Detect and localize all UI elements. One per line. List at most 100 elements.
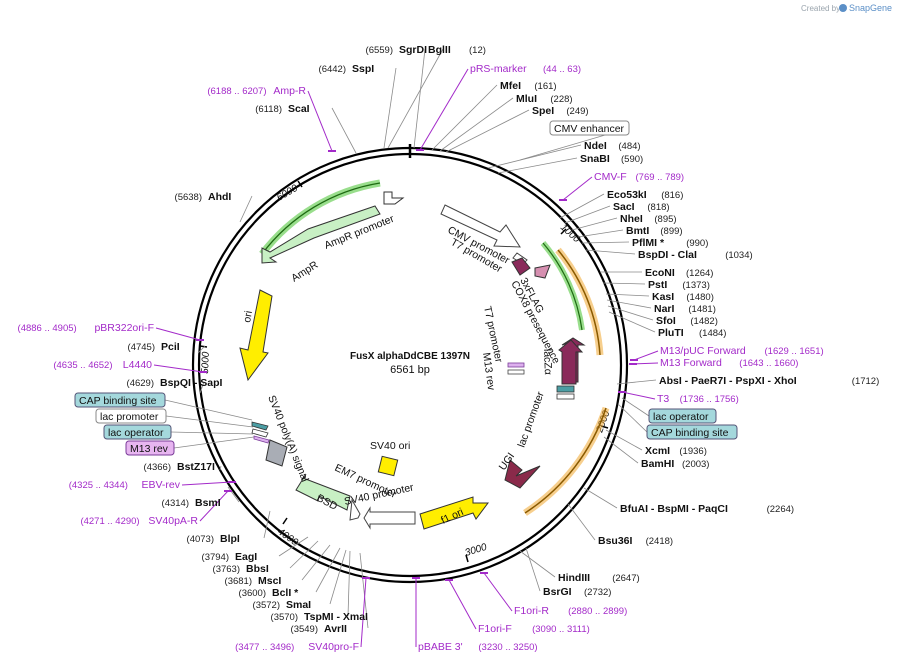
enzyme-position: (4366) — [144, 462, 171, 473]
boxed-label-lac-promoter-left: lac promoter — [95, 408, 167, 424]
lac-operator-marker — [556, 385, 575, 393]
leader-line — [616, 379, 657, 385]
enzyme-bspdi-clai: BspDI - ClaI(1034) — [638, 249, 753, 261]
enzyme-ndei: NdeI(484) — [584, 140, 641, 152]
leader-lines — [153, 48, 659, 648]
enzyme-position: (1482) — [690, 316, 717, 327]
enzyme-name: SacI — [613, 201, 635, 213]
leader-line — [559, 193, 605, 219]
left-m13-marker — [253, 435, 270, 444]
enzyme-blpi: (4073)BlpI — [187, 533, 240, 545]
enzyme-name: PciI — [161, 341, 180, 353]
primer-name: EBV-rev — [141, 479, 180, 491]
leader-line — [347, 550, 351, 617]
enzyme-name: PflMI * — [632, 237, 665, 249]
label-ampr: AmpR — [289, 259, 320, 285]
enzyme-name: Bsu36I — [598, 535, 633, 547]
em7-promoter-arrow — [349, 498, 361, 521]
leader-line — [331, 107, 357, 154]
enzyme-nari: NarI(1481) — [654, 303, 716, 315]
enzyme-position: (2003) — [682, 459, 709, 470]
enzyme-absi-paer7i-pspxi-xhoi: AbsI - PaeR7I - PspXI - XhoI(1712) — [659, 375, 879, 387]
leader-line — [581, 241, 630, 244]
label-sv40-polya: SV40 poly(A) signal — [265, 394, 311, 484]
primer-name: F1ori-F — [478, 623, 512, 635]
bsd-arrow — [295, 473, 351, 511]
primer-cmv-f: CMV-F(769 .. 789) — [594, 171, 684, 183]
leader-line — [227, 486, 240, 503]
svg-text:M13 rev: M13 rev — [130, 443, 169, 455]
enzyme-name: ScaI — [288, 103, 310, 115]
box-leader — [173, 436, 255, 449]
leader-line — [487, 144, 582, 169]
ampr-arrow — [261, 205, 381, 264]
primer-name: F1ori-R — [514, 605, 549, 617]
primer-leader — [633, 350, 659, 361]
enzyme-hindiii: HindIII(2647) — [558, 572, 640, 584]
tick-6000: 6000 — [275, 183, 300, 204]
enzyme-bsu36i: Bsu36I (2418) — [598, 535, 673, 547]
plasmid-name: FusX alphaDdCBE 1397N — [350, 351, 470, 362]
enzyme-position: (3572) — [253, 600, 280, 611]
leader-line — [605, 293, 650, 297]
enzyme-position: (4314) — [162, 498, 189, 509]
primer-name: SV40pA-R — [148, 515, 198, 527]
leader-line — [329, 549, 347, 605]
enzyme-position: (249) — [566, 106, 588, 117]
leader-line — [383, 67, 397, 149]
primer-name: CMV-F — [594, 171, 627, 183]
enzyme-smai: (3572)SmaI — [253, 599, 312, 611]
lac-promoter-marker — [556, 393, 575, 400]
enzyme-name: AbsI - PaeR7I - PspXI - XhoI — [659, 375, 797, 387]
enzyme-name: BglII — [428, 44, 451, 56]
primer-f1ori-r: F1ori-R(2880 .. 2899) — [514, 605, 627, 617]
leader-line — [431, 84, 498, 151]
enzyme-position: (899) — [660, 226, 682, 237]
highlight-arc-orange-top-line — [557, 249, 601, 356]
enzyme-position: (818) — [647, 202, 669, 213]
primer-leader — [621, 391, 656, 400]
primer-range: (3477 .. 3496) — [235, 642, 294, 653]
leader-line — [608, 311, 656, 333]
enzyme-name: BsmI — [195, 497, 221, 509]
leader-line — [219, 465, 222, 471]
enzyme-eagi: (3794)EagI — [202, 551, 258, 563]
enzyme-mlui: MluI(228) — [516, 93, 573, 105]
enzyme-position: (816) — [661, 190, 683, 201]
enzyme-position: (1373) — [682, 280, 709, 291]
enzyme-name: MscI — [258, 575, 281, 587]
leader-line — [278, 536, 309, 557]
enzyme-name: Eco53kI — [607, 189, 647, 201]
enzyme-position: (2418) — [646, 536, 673, 547]
primer-leader — [181, 481, 233, 486]
label-m13-rev-feature: M13 rev — [480, 352, 497, 392]
primer-name: pRS-marker — [470, 63, 527, 75]
box-leader — [165, 415, 254, 428]
primer-leader — [155, 327, 201, 341]
enzyme-name: PluTI — [658, 327, 684, 339]
enzyme-position: (4629) — [127, 378, 154, 389]
enzyme-position: (1034) — [725, 250, 752, 261]
enzyme-name: SgrDI — [399, 44, 427, 56]
leader-line — [439, 97, 514, 152]
highlight-arc-ampr-line — [261, 182, 381, 255]
enzyme-name: SpeI — [532, 105, 554, 117]
leader-line — [497, 157, 578, 174]
tick-4000-mark — [282, 517, 288, 525]
enzyme-kasi: KasI(1480) — [652, 291, 714, 303]
leader-line — [387, 48, 444, 149]
enzyme-name: NarI — [654, 303, 675, 315]
box-leader — [621, 397, 650, 417]
primer-name: L4440 — [123, 359, 152, 371]
leader-line — [577, 229, 624, 238]
enzyme-position: (6559) — [366, 45, 393, 56]
leader-line — [525, 547, 541, 592]
box-leader — [164, 399, 253, 421]
enzyme-msci: (3681)MscI — [225, 575, 282, 587]
enzyme-ahdi: (5638)AhdI — [175, 191, 232, 203]
leader-line — [585, 249, 636, 255]
enzyme-bspqi-sapi: (4629)BspQI - SapI — [127, 377, 223, 389]
enzyme-position: (6442) — [319, 64, 346, 75]
primer-sv40pa-r: (4271 .. 4290)SV40pA-R — [80, 515, 198, 527]
